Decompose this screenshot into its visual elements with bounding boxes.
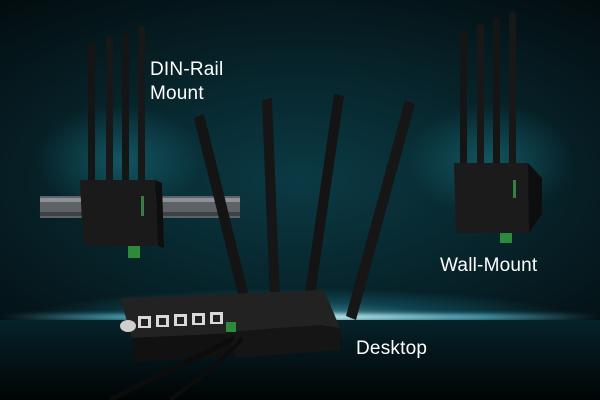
power-cable [108,335,236,400]
power-terminal [226,322,236,332]
din-rail-mount-label: DIN-Rail Mount [150,58,260,106]
din-rail-label-line2: Mount [150,83,204,104]
desktop-label: Desktop [356,338,428,359]
ground-screw [120,320,136,332]
desktop-router [108,94,415,400]
ethernet-ports [138,312,223,328]
wall-mount-label: Wall-Mount [440,255,538,276]
din-rail-label-line1: DIN-Rail [150,59,224,80]
wall-mount-router [454,12,542,243]
din-rail-router [80,26,164,258]
power-cable-2 [168,336,244,400]
